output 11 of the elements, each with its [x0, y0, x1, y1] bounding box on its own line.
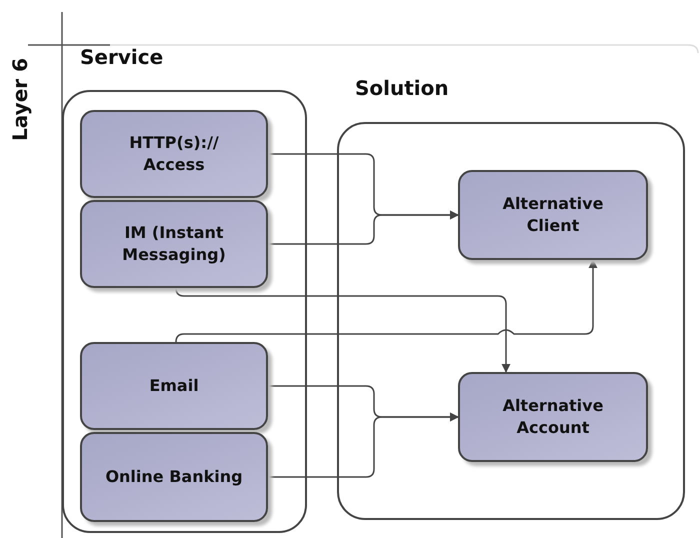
process-box: HTTP(s):// Access	[80, 110, 268, 198]
group-title: Service	[80, 45, 164, 69]
arrow	[268, 412, 459, 478]
lane-title: Layer 6	[8, 58, 32, 141]
process-box: Email	[80, 342, 268, 430]
process-box: Alternative Account	[458, 372, 648, 462]
group-title: Solution	[355, 76, 449, 100]
process-box: IM (Instant Messaging)	[80, 200, 268, 288]
process-box: Online Banking	[80, 432, 268, 522]
arrow	[268, 210, 459, 245]
process-box: Alternative Client	[458, 170, 648, 260]
